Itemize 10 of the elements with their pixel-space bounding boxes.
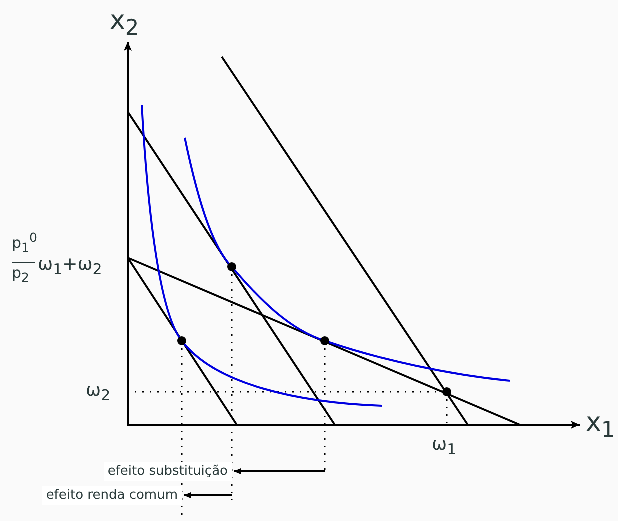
fraction-denominator: p$_{2}$ xyxy=(12,266,30,284)
axis-value-label: ω$_{1}$ xyxy=(432,436,457,458)
annotation-label: efeito renda comum xyxy=(42,486,182,505)
axis-label: x$_{1}$ xyxy=(586,410,616,442)
axis-label: x$_{2}$ xyxy=(110,8,140,40)
annotation-label: efeito substituição xyxy=(104,462,232,481)
axis-value-label: ω$_{2}$ xyxy=(86,382,111,404)
arrow xyxy=(234,468,325,474)
axis-value-label: ω$_{1}$+ω$_{2}$ xyxy=(38,256,102,278)
arrow xyxy=(184,492,232,498)
